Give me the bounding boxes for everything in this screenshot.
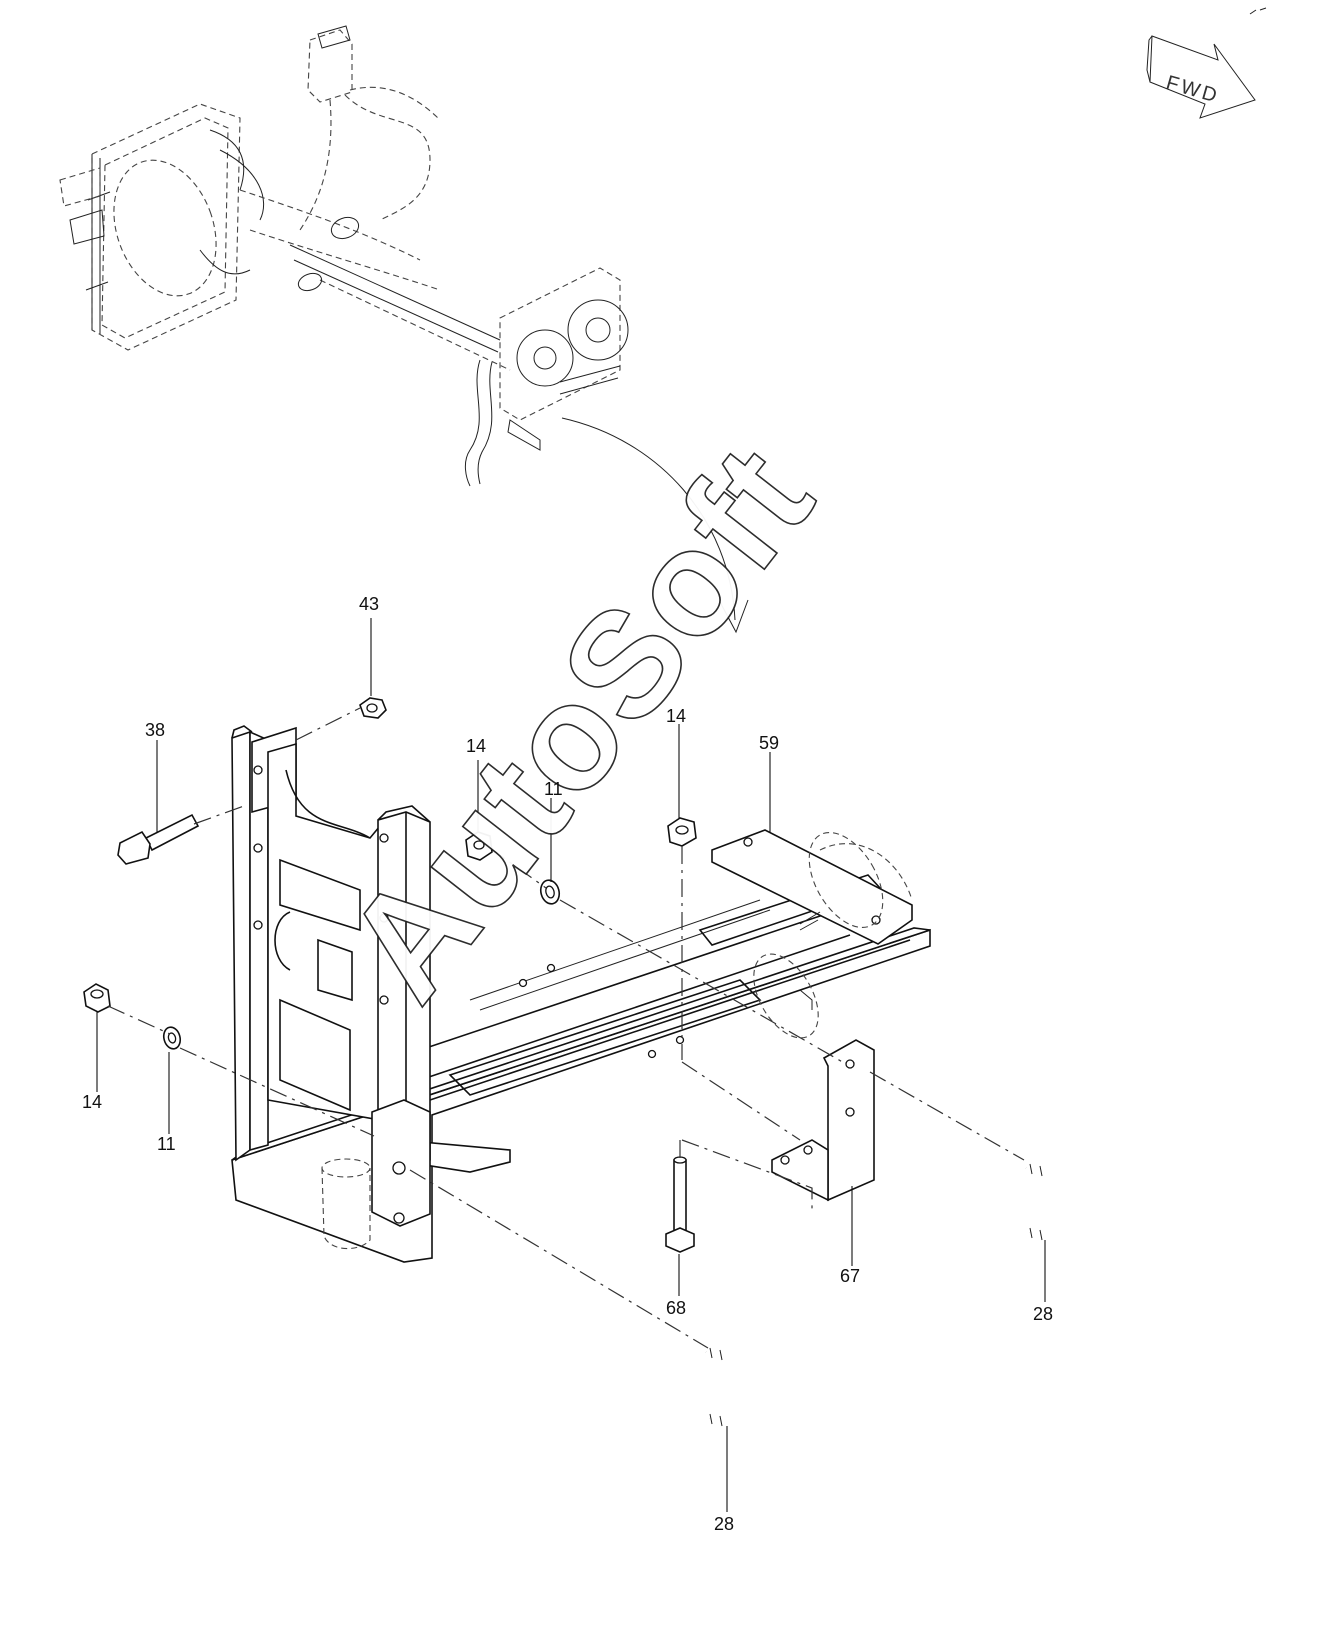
callout-14-right: 14	[666, 706, 686, 726]
callout-67: 67	[840, 1266, 860, 1286]
assembly-arrow-icon	[561, 417, 749, 634]
tank-mounting-frame	[231, 725, 931, 1263]
corner-mark	[1249, 7, 1267, 15]
nut-14-right	[667, 817, 697, 847]
watermark-text: AutoSoft	[313, 415, 845, 1030]
callout-38: 38	[145, 720, 165, 740]
callout-14-left: 14	[82, 1092, 102, 1112]
callout-28-lower: 28	[714, 1514, 734, 1534]
assembly-center-lines	[107, 707, 1025, 1349]
fwd-label: FWD	[1164, 72, 1222, 108]
callout-28-right: 28	[1033, 1304, 1053, 1324]
callout-11-upper: 11	[544, 779, 563, 799]
callout-labels: 43 38 14 11 14 59 14 11 67 68 28 28	[82, 594, 1053, 1534]
nut-43	[359, 697, 387, 719]
bracket-67	[771, 1039, 875, 1202]
bolt-68	[665, 1156, 695, 1253]
callout-43: 43	[359, 594, 379, 614]
callout-59: 59	[759, 733, 779, 753]
callout-14-upper: 14	[466, 736, 486, 756]
fwd-arrow-icon: FWD	[1146, 35, 1256, 119]
washer-11-left	[162, 1026, 182, 1050]
callout-68: 68	[666, 1298, 686, 1318]
bolt-38	[117, 813, 200, 865]
leader-lines	[96, 618, 1046, 1512]
nut-14-left	[83, 983, 111, 1013]
u-bolt-28-lower	[705, 1347, 772, 1434]
callout-11-left: 11	[157, 1134, 176, 1154]
washer-11-upper	[539, 879, 561, 905]
cooling-assembly-context	[59, 25, 629, 487]
watermark: AutoSoft	[312, 414, 846, 1031]
u-bolt-28-right	[1025, 1163, 1091, 1248]
